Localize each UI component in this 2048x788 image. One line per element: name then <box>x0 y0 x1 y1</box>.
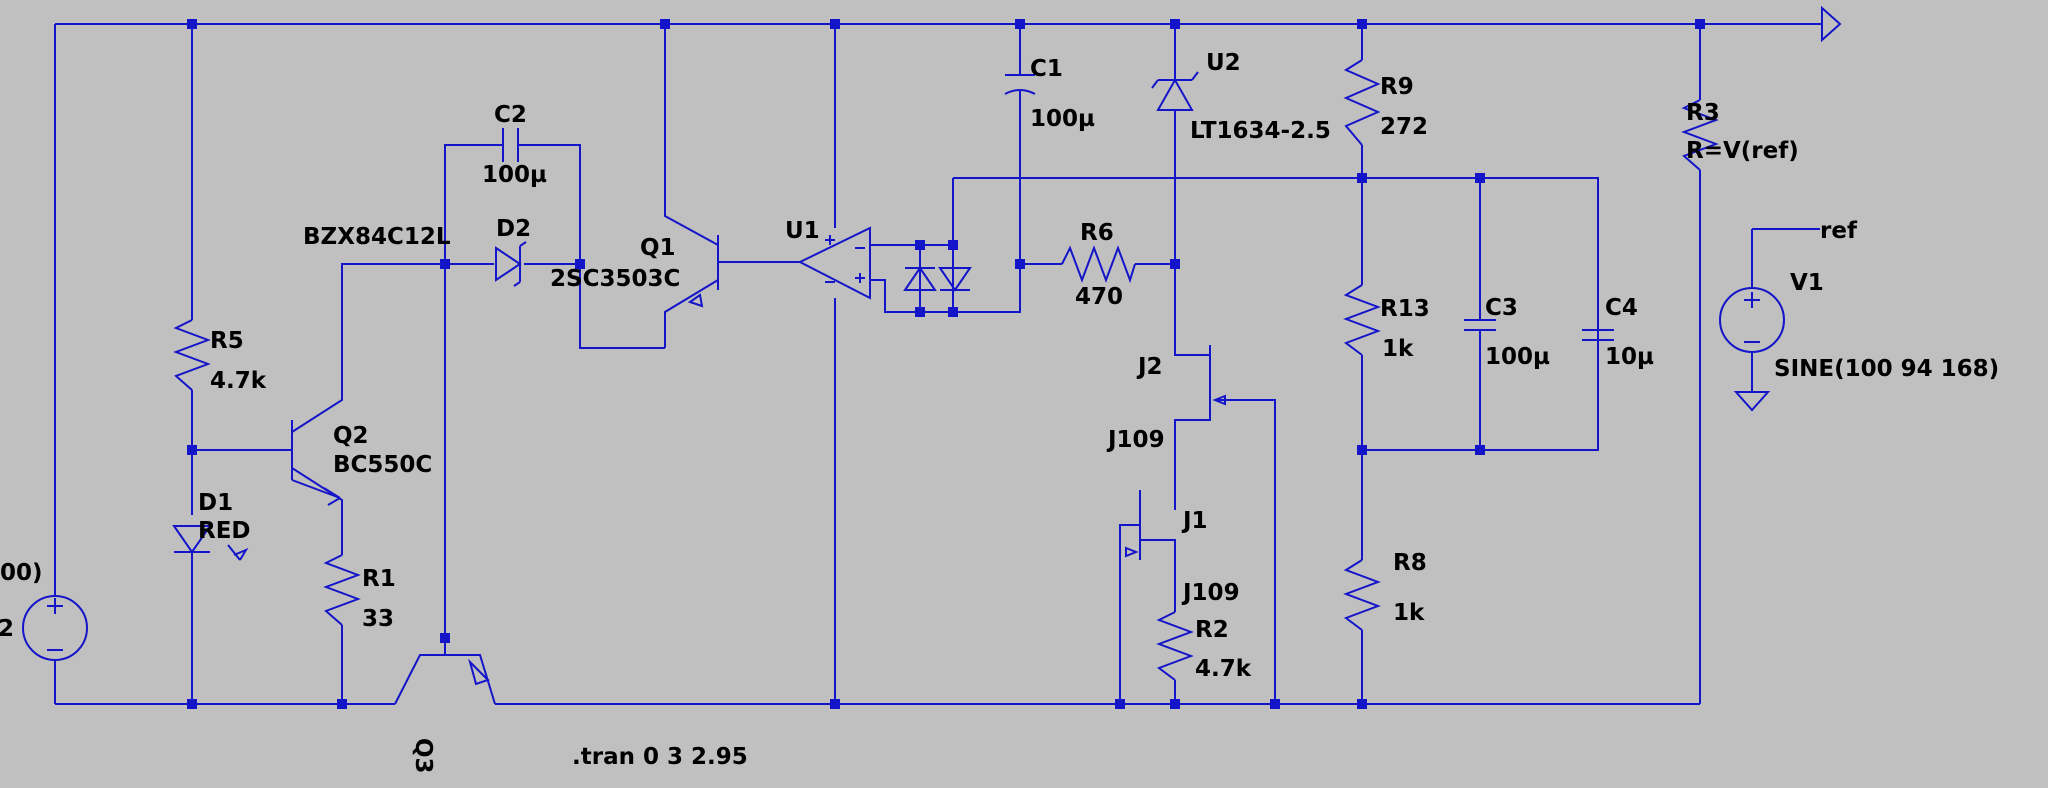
jfet-j2[interactable] <box>1209 345 1226 415</box>
label-q2: Q2 <box>333 423 369 449</box>
resistor-r8[interactable] <box>1343 559 1381 631</box>
label-d2: D2 <box>496 216 531 242</box>
resistor-r3[interactable] <box>1681 99 1719 171</box>
label-j1-value: J109 <box>1181 580 1240 606</box>
label-c4: C4 <box>1605 295 1638 321</box>
label-v1: V1 <box>1790 270 1824 296</box>
label-r5: R5 <box>210 328 244 354</box>
resistor-r13[interactable] <box>1343 284 1381 356</box>
label-q1-value: 2SC3503C <box>550 266 680 292</box>
label-v1-value: SINE(100 94 168) <box>1774 356 1999 382</box>
ground-icon <box>1733 391 1771 412</box>
label-r9: R9 <box>1380 74 1414 100</box>
label-c1-value: 100µ <box>1030 106 1095 132</box>
resistor-r9[interactable] <box>1343 59 1381 146</box>
label-q3: Q3 <box>410 738 436 774</box>
capacitor-c3[interactable] <box>1464 319 1496 450</box>
jfet-j1[interactable] <box>1125 490 1141 560</box>
resistor-r1[interactable] <box>323 554 361 626</box>
junctions <box>187 19 1705 709</box>
spice-directive-tran[interactable]: .tran 0 3 2.95 <box>572 744 748 770</box>
label-q1: Q1 <box>640 235 676 261</box>
led-d1[interactable] <box>172 525 249 561</box>
label-r6: R6 <box>1080 220 1114 246</box>
wires <box>54 5 1842 705</box>
label-u1: U1 <box>785 218 820 244</box>
net-label-ref: ref <box>1820 218 1858 244</box>
label-source-fragment-2: 2 <box>0 616 14 642</box>
label-c3-value: 100µ <box>1485 344 1550 370</box>
resistor-r6[interactable] <box>1061 245 1136 284</box>
label-r13: R13 <box>1380 296 1430 322</box>
left-voltage-source[interactable] <box>22 595 88 661</box>
opamp-u1[interactable] <box>797 226 871 300</box>
label-u2-value: LT1634-2.5 <box>1190 118 1331 144</box>
label-d1-value: RED <box>198 518 251 544</box>
capacitor-c2[interactable] <box>502 128 519 162</box>
capacitor-c1[interactable] <box>1004 74 1036 95</box>
label-c2-value: 100µ <box>482 162 547 188</box>
label-c1: C1 <box>1030 56 1063 82</box>
zener-d2[interactable] <box>495 241 527 287</box>
label-r1-value: 33 <box>362 606 394 632</box>
label-r1: R1 <box>362 566 396 592</box>
resistor-r5[interactable] <box>173 319 211 391</box>
reference-u2[interactable] <box>1151 71 1199 111</box>
label-u2: U2 <box>1206 50 1241 76</box>
label-r2: R2 <box>1195 617 1229 643</box>
transistor-q1[interactable] <box>687 293 704 308</box>
label-bzx84c12l: BZX84C12L <box>303 224 451 250</box>
label-c2: C2 <box>494 102 527 128</box>
label-j2-value: J109 <box>1106 427 1165 453</box>
label-r5-value: 4.7k <box>210 368 267 394</box>
label-r13-value: 1k <box>1382 336 1414 362</box>
label-c3: C3 <box>1485 295 1518 321</box>
capacitor-c4[interactable] <box>1582 329 1614 450</box>
transistor-q2[interactable] <box>291 479 341 506</box>
transistor-q3[interactable] <box>394 638 496 705</box>
label-j1: J1 <box>1181 508 1208 534</box>
label-q2-value: BC550C <box>333 452 432 478</box>
label-r8-value: 1k <box>1393 600 1425 626</box>
label-j2: J2 <box>1136 354 1163 380</box>
resistor-r2[interactable] <box>1156 611 1194 681</box>
voltage-source-v1[interactable] <box>1719 287 1785 353</box>
label-source-fragment-1: 00) <box>0 560 43 586</box>
label-r8: R8 <box>1393 550 1427 576</box>
label-r3: R3 <box>1686 100 1720 126</box>
label-r6-value: 470 <box>1075 284 1123 310</box>
label-r3-value: R=V(ref) <box>1686 138 1799 164</box>
label-c4-value: 10µ <box>1605 344 1654 370</box>
label-r9-value: 272 <box>1380 114 1428 140</box>
label-r2-value: 4.7k <box>1195 656 1252 682</box>
labels: C1 100µ C2 100µ C3 100µ C4 10µ U2 LT1634… <box>0 50 1999 774</box>
diode-pair[interactable] <box>903 266 972 292</box>
label-d1: D1 <box>198 490 233 516</box>
